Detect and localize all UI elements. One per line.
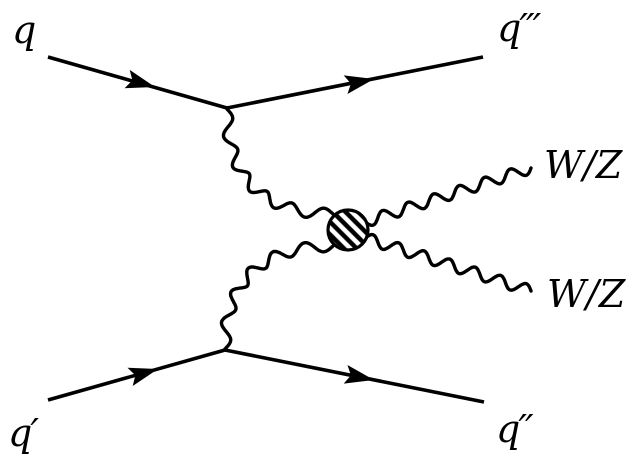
boson-wave-bottom-left (219, 241, 335, 351)
interaction-blob (326, 208, 370, 252)
label-quark-out-top: q′′′ (497, 6, 541, 50)
label-boson-out-bottom: W/Z (547, 272, 626, 316)
label-quark-in-bottom: q′ (8, 411, 39, 455)
label-quark-in-top: q (12, 8, 37, 52)
arrow-quark-in-bottom (127, 367, 158, 387)
label-quark-out-bottom: q′′ (496, 407, 534, 451)
arrow-quark-in-top (124, 69, 155, 89)
boson-wave-top-left (221, 107, 335, 219)
arrow-quark-out-bottom (343, 364, 374, 384)
label-boson-out-top: W/Z (544, 143, 623, 187)
arrow-quark-out-top (343, 75, 374, 94)
boson-wave-out-bottom (363, 232, 533, 293)
boson-wave-out-top (363, 166, 533, 227)
